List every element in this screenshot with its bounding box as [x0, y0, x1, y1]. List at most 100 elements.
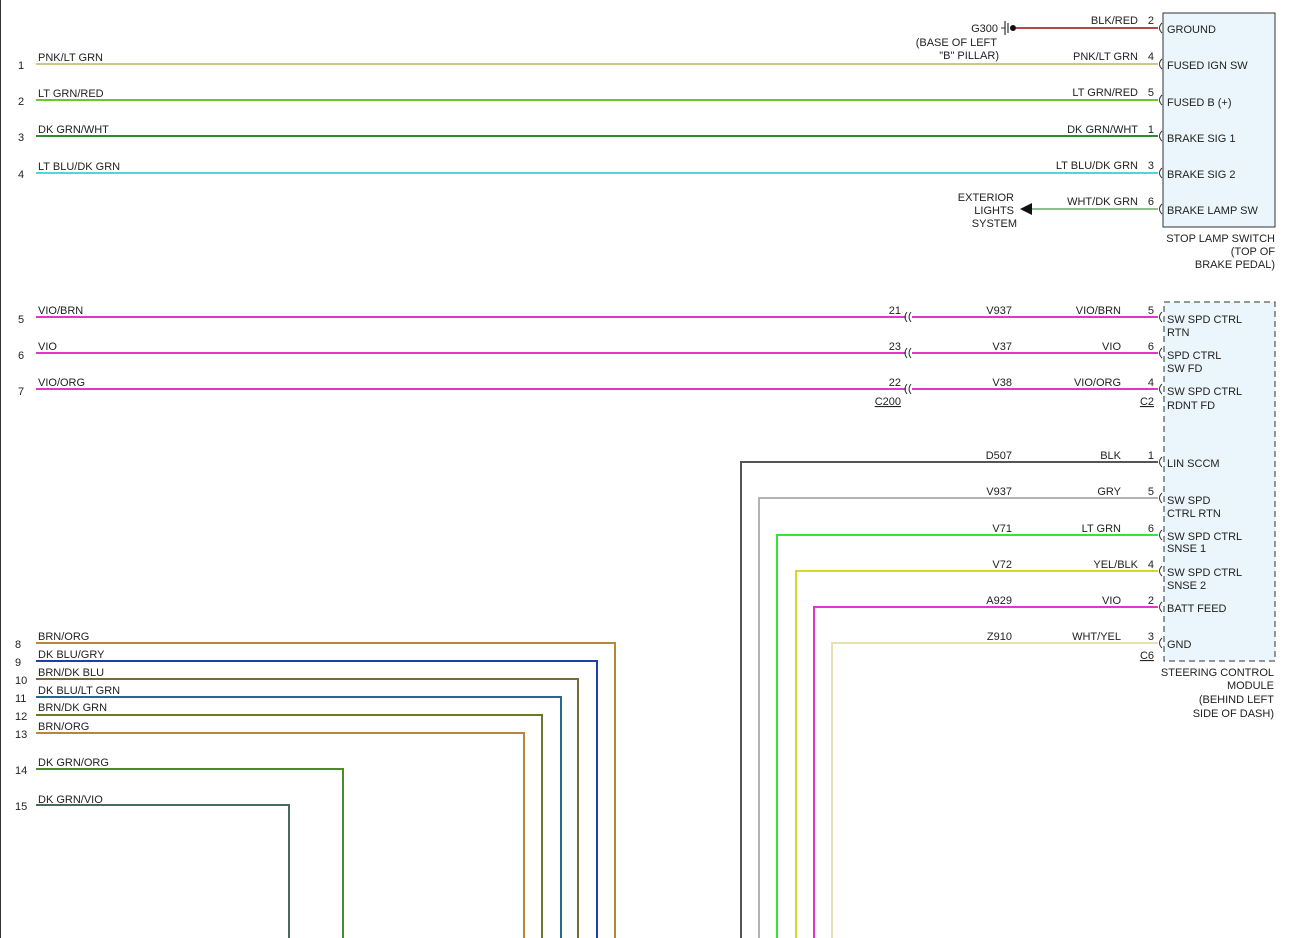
ground-symbol-icon — [1001, 21, 1016, 35]
scm-title-3: (BEHIND LEFT — [1199, 694, 1274, 706]
svg-text:V937: V937 — [986, 305, 1012, 317]
svg-text:SW SPD CTRL: SW SPD CTRL — [1167, 531, 1242, 543]
row-wire-label: DK GRN/WHT — [38, 124, 109, 136]
svg-text:YEL/BLK: YEL/BLK — [1093, 559, 1138, 571]
svg-text:SW SPD CTRL: SW SPD CTRL — [1167, 567, 1242, 579]
wire-row-12 — [36, 714, 543, 938]
wire-row-15 — [36, 804, 290, 938]
svg-text:4: 4 — [1148, 51, 1154, 63]
svg-text:BRAKE SIG 2: BRAKE SIG 2 — [1167, 169, 1235, 181]
row-number: 2 — [18, 96, 24, 108]
row-number: 15 — [15, 801, 27, 813]
stop-lamp-pin-brake-lamp-sw: WHT/DK GRN 6 BRAKE LAMP SW — [1067, 196, 1258, 217]
svg-text:V37: V37 — [992, 341, 1012, 353]
row-wire-label: LT BLU/DK GRN — [38, 161, 120, 173]
svg-text:1: 1 — [1148, 124, 1154, 136]
scm-connector-c6: C6 — [1140, 650, 1154, 662]
svg-text:VIO: VIO — [1102, 595, 1121, 607]
svg-text:WHT/YEL: WHT/YEL — [1072, 631, 1121, 643]
scm-c2-pin-spd-ctrl-sw-fd: V37 VIO 6 SPD CTRL SW FD — [992, 341, 1221, 375]
svg-text:V71: V71 — [992, 523, 1012, 535]
row-wire-label: VIO/BRN — [38, 305, 83, 317]
stop-lamp-pin-brake-sig-1: DK GRN/WHT 1 BRAKE SIG 1 — [1067, 124, 1235, 145]
row-number: 12 — [15, 711, 27, 723]
svg-text:21: 21 — [889, 305, 901, 317]
exterior-lights-2: LIGHTS — [974, 205, 1014, 217]
svg-text:SW FD: SW FD — [1167, 363, 1202, 375]
stop-lamp-switch-title-3: BRAKE PEDAL) — [1195, 259, 1275, 271]
row-number: 7 — [18, 386, 24, 398]
svg-text:PNK/LT GRN: PNK/LT GRN — [1073, 51, 1138, 63]
stop-lamp-switch-title-2: (TOP OF — [1231, 246, 1275, 258]
svg-text:LT GRN: LT GRN — [1082, 523, 1121, 535]
row-wire-label: BRN/DK BLU — [38, 667, 104, 679]
stop-lamp-switch-title-1: STOP LAMP SWITCH — [1166, 233, 1275, 245]
stop-lamp-switch-box — [1162, 12, 1276, 228]
svg-text:3: 3 — [1148, 160, 1154, 172]
scm-title-4: SIDE OF DASH) — [1193, 708, 1274, 720]
svg-text:22: 22 — [889, 377, 901, 389]
row-wire-label: VIO/ORG — [38, 377, 85, 389]
svg-text:BATT FEED: BATT FEED — [1167, 603, 1227, 615]
row-wire-label: PNK/LT GRN — [38, 52, 103, 64]
svg-text:WHT/DK GRN: WHT/DK GRN — [1067, 196, 1138, 208]
svg-text:FUSED B (+): FUSED B (+) — [1167, 97, 1231, 109]
row-number: 10 — [15, 675, 27, 687]
row-wire-label: VIO — [38, 341, 57, 353]
svg-text:2: 2 — [1148, 595, 1154, 607]
row-number: 14 — [15, 765, 27, 777]
svg-text:BLK/RED: BLK/RED — [1091, 15, 1138, 27]
svg-text:RTN: RTN — [1167, 327, 1189, 339]
exterior-lights-3: SYSTEM — [972, 218, 1017, 230]
scm-title-2: MODULE — [1227, 680, 1274, 692]
svg-text:23: 23 — [889, 341, 901, 353]
row-number: 8 — [15, 639, 21, 651]
row-number: 13 — [15, 729, 27, 741]
row-number: 9 — [15, 657, 21, 669]
row-wire-label: DK BLU/LT GRN — [38, 685, 120, 697]
scm-c6-pin-gnd: Z910 WHT/YEL 3 GND — [987, 631, 1192, 651]
scm-c6-pin-snse-1: V71 LT GRN 6 SW SPD CTRL SNSE 1 — [992, 523, 1242, 555]
svg-text:Z910: Z910 — [987, 631, 1012, 643]
svg-text:CTRL RTN: CTRL RTN — [1167, 508, 1221, 520]
ground-location-2: "B" PILLAR) — [939, 50, 999, 62]
svg-text:A929: A929 — [986, 595, 1012, 607]
svg-text:SW SPD CTRL: SW SPD CTRL — [1167, 314, 1242, 326]
wire-row-9 — [36, 660, 598, 938]
wire-row-8 — [36, 642, 616, 938]
svg-text:LIN SCCM: LIN SCCM — [1167, 458, 1220, 470]
scm-c6-pin-sw-spd-ctrl-rtn: V937 GRY 5 SW SPD CTRL RTN — [986, 486, 1221, 520]
svg-text:4: 4 — [1148, 559, 1154, 571]
svg-text:VIO/BRN: VIO/BRN — [1076, 305, 1121, 317]
svg-text:2: 2 — [1148, 15, 1154, 27]
row-number: 5 — [18, 314, 24, 326]
row-number: 3 — [18, 132, 24, 144]
svg-text:SW SPD CTRL: SW SPD CTRL — [1167, 386, 1242, 398]
svg-text:VIO/ORG: VIO/ORG — [1074, 377, 1121, 389]
row-wire-label: DK GRN/VIO — [38, 794, 103, 806]
exterior-lights-1: EXTERIOR — [958, 192, 1014, 204]
svg-text:LT BLU/DK GRN: LT BLU/DK GRN — [1056, 160, 1138, 172]
row-wire-label: DK GRN/ORG — [38, 757, 109, 769]
svg-text:BRAKE SIG 1: BRAKE SIG 1 — [1167, 133, 1235, 145]
row-number: 11 — [15, 693, 26, 705]
ground-location-1: (BASE OF LEFT — [916, 37, 998, 49]
svg-text:5: 5 — [1148, 87, 1154, 99]
row-wire-label: DK BLU/GRY — [38, 649, 105, 661]
wire-row-13 — [36, 732, 525, 938]
wire-row-14 — [36, 768, 344, 938]
svg-text:5: 5 — [1148, 486, 1154, 498]
svg-text:5: 5 — [1148, 305, 1154, 317]
svg-text:6: 6 — [1148, 196, 1154, 208]
row-wire-label: BRN/DK GRN — [38, 702, 107, 714]
stop-lamp-pin-ground: BLK/RED 2 GROUND — [1091, 15, 1216, 36]
stop-lamp-pin-fused-ign: PNK/LT GRN 4 FUSED IGN SW — [1073, 51, 1248, 72]
svg-text:V72: V72 — [992, 559, 1012, 571]
exterior-lights-arrow-icon — [1020, 203, 1032, 215]
svg-text:FUSED IGN SW: FUSED IGN SW — [1167, 60, 1248, 72]
ground-id: G300 — [971, 23, 998, 35]
row-number: 6 — [18, 350, 24, 362]
svg-text:DK GRN/WHT: DK GRN/WHT — [1067, 124, 1138, 136]
row-wire-label: BRN/ORG — [38, 721, 89, 733]
steering-control-module-box — [1163, 301, 1276, 662]
